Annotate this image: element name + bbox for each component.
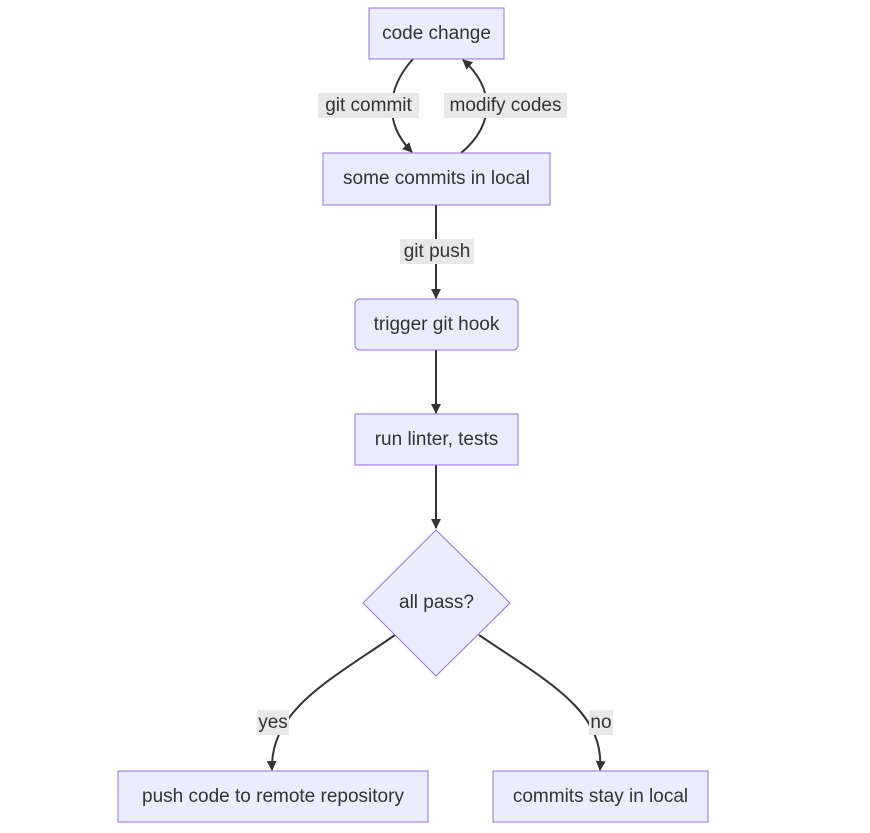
edge-label-modify-codes-text: modify codes — [450, 95, 562, 116]
edge-label-yes-text: yes — [258, 712, 288, 733]
node-push-remote-label: push code to remote repository — [142, 786, 404, 807]
edge-label-yes: yes — [257, 710, 289, 735]
node-code-change: code change — [368, 7, 505, 60]
node-local-commits: some commits in local — [322, 152, 551, 206]
edge-label-git-push: git push — [400, 239, 474, 264]
node-stay-local-label: commits stay in local — [513, 786, 688, 807]
node-local-commits-label: some commits in local — [343, 168, 530, 189]
edge-label-modify-codes: modify codes — [444, 93, 567, 118]
edge-label-git-commit: git commit — [318, 93, 419, 118]
edge-no — [478, 634, 606, 771]
node-git-hook: trigger git hook — [354, 298, 519, 351]
edge-label-git-commit-text: git commit — [325, 95, 412, 116]
edge-label-no: no — [589, 710, 613, 735]
edge-label-no-text: no — [590, 712, 611, 733]
node-run-tests: run linter, tests — [354, 413, 519, 466]
node-git-hook-label: trigger git hook — [374, 314, 500, 335]
node-all-pass-label: all pass? — [399, 592, 474, 613]
node-all-pass-decision: all pass? — [362, 529, 511, 677]
node-push-remote: push code to remote repository — [117, 770, 429, 823]
node-stay-local: commits stay in local — [492, 770, 709, 823]
edges — [266, 58, 606, 771]
edge-label-git-push-text: git push — [404, 241, 471, 262]
node-code-change-label: code change — [382, 23, 491, 44]
node-run-tests-label: run linter, tests — [375, 429, 499, 450]
edge-yes — [266, 634, 396, 771]
